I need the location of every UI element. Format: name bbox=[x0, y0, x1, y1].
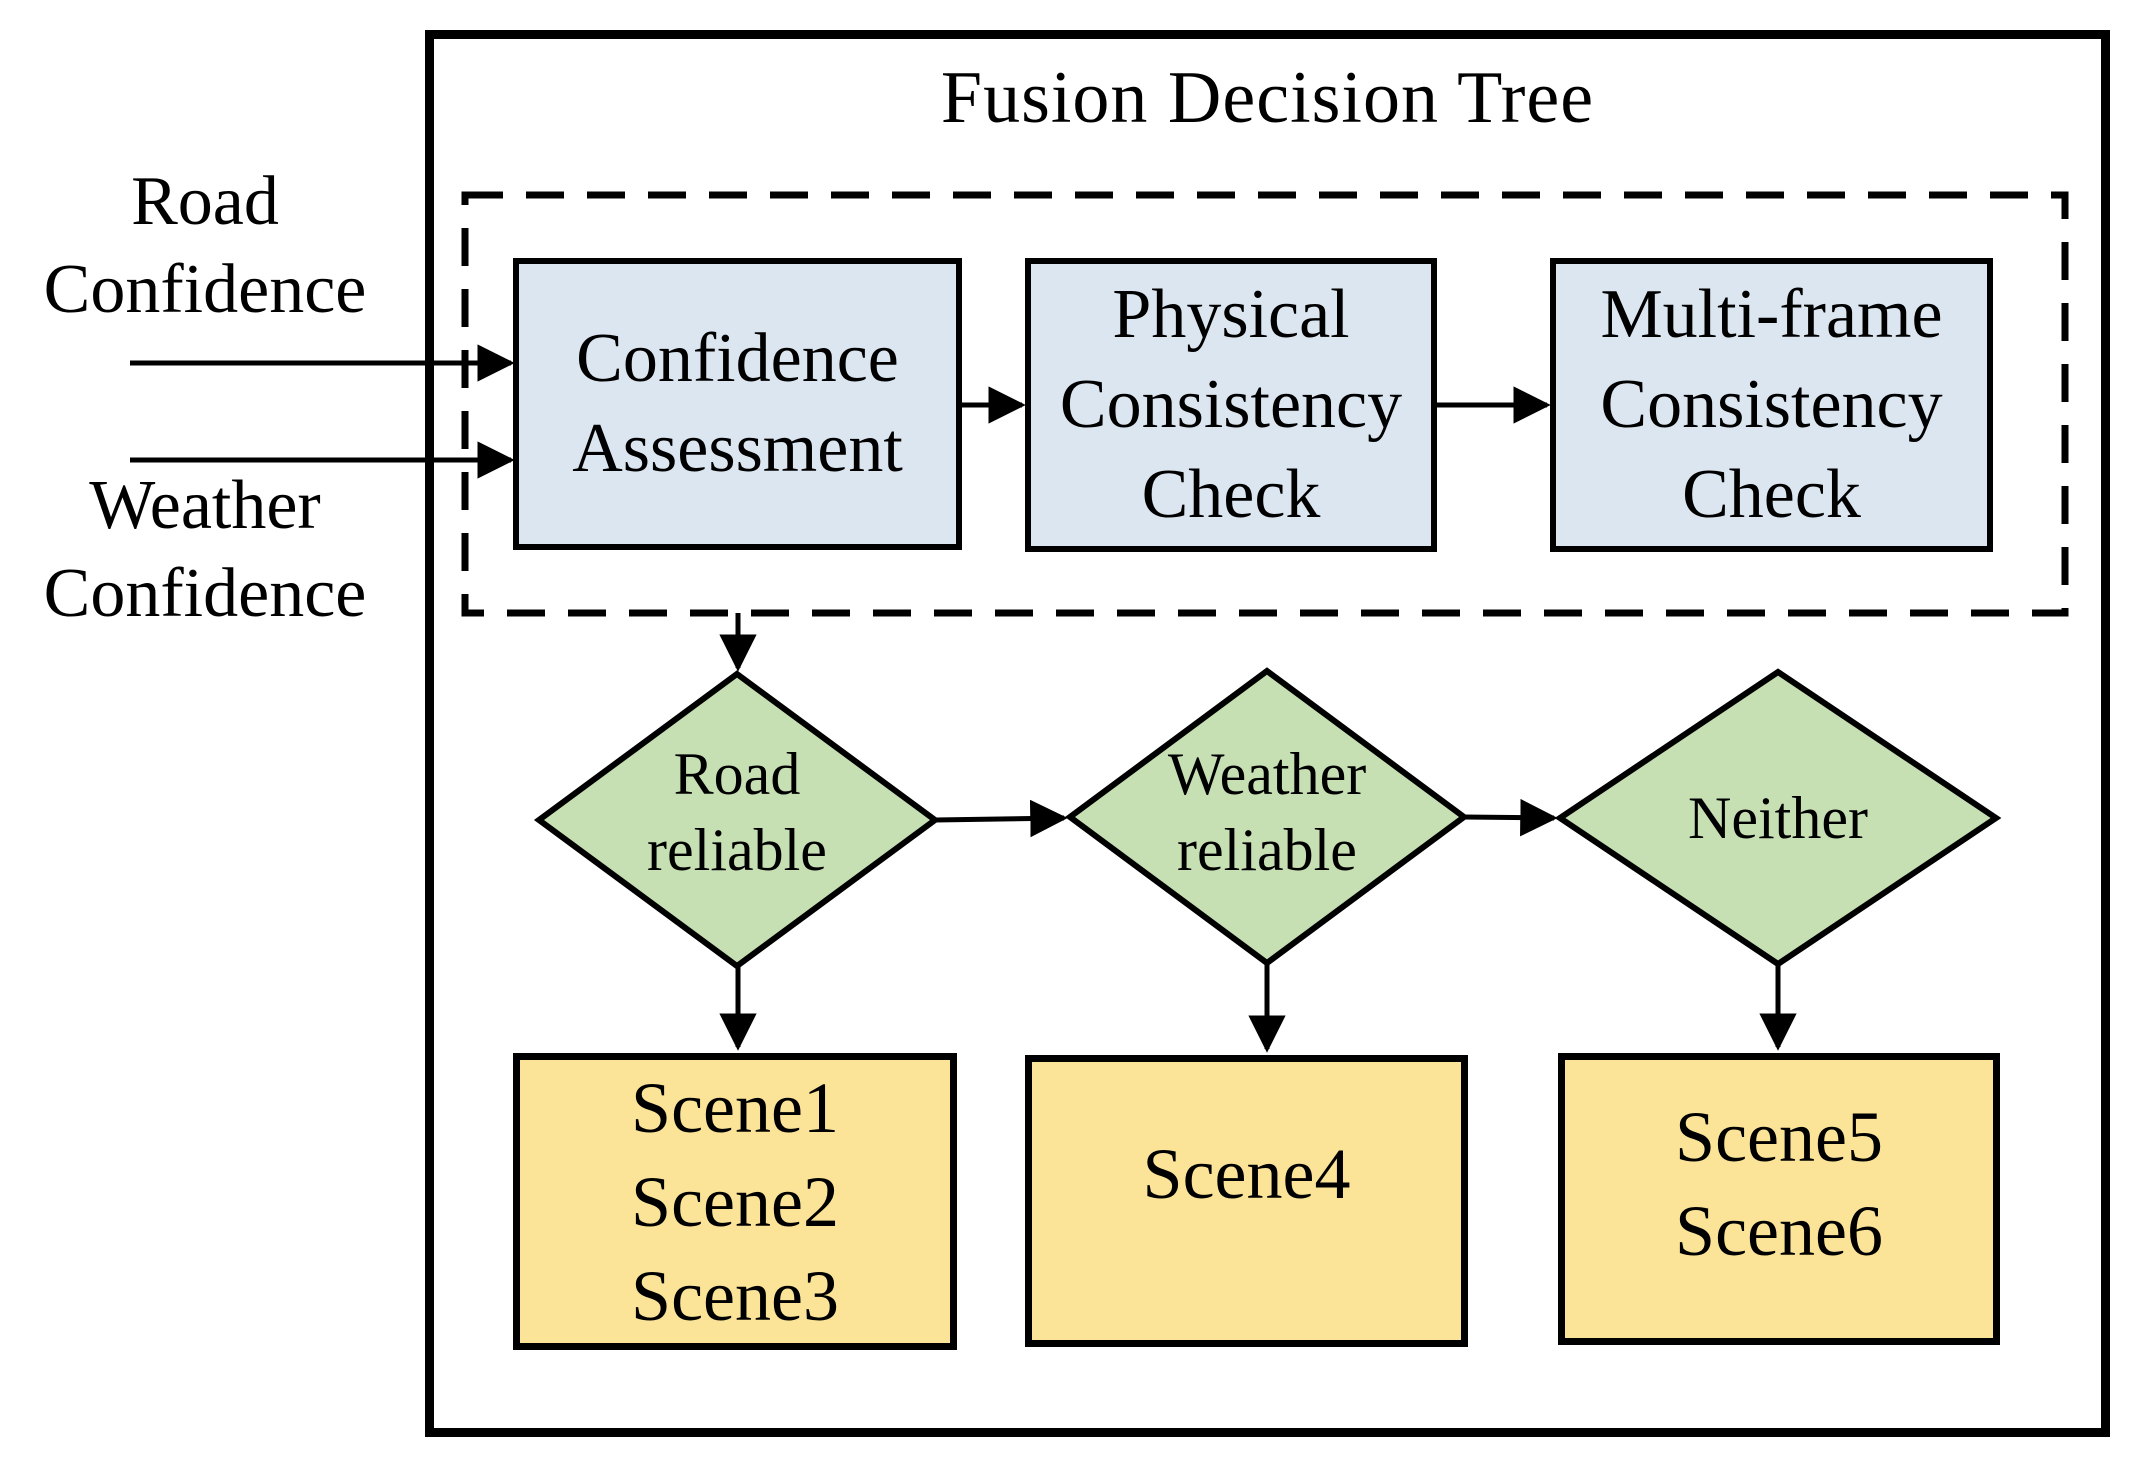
dashed-group-box bbox=[461, 191, 2069, 617]
process-box-physical-consistency-check: Physical Consistency Check bbox=[1025, 258, 1437, 552]
arrow-weather-to-neither-diamond bbox=[1463, 798, 1558, 837]
decision-label-road-reliable: Road reliable bbox=[647, 741, 827, 883]
input-label-road-confidence: Road Confidence bbox=[43, 163, 367, 328]
process-box-confidence-assessment: Confidence Assessment bbox=[513, 258, 962, 550]
decision-label-weather-reliable: Weather reliable bbox=[1167, 741, 1367, 883]
outcome-box-scenes-5-6: Scene5 Scene6 bbox=[1558, 1053, 2000, 1345]
outer-frame bbox=[425, 30, 2110, 1437]
outcome-box-scenes-1-2-3: Scene1 Scene2 Scene3 bbox=[513, 1053, 957, 1350]
diagram-title: Fusion Decision Tree bbox=[940, 57, 1595, 139]
outcome-box-scene-4: Scene4 bbox=[1025, 1055, 1468, 1347]
arrow-road-to-weather-diamond bbox=[934, 799, 1068, 838]
input-label-weather-confidence: Weather Confidence bbox=[43, 467, 367, 632]
process-box-multiframe-consistency-check: Multi-frame Consistency Check bbox=[1550, 258, 1993, 552]
decision-label-neither: Neither bbox=[1688, 785, 1868, 851]
